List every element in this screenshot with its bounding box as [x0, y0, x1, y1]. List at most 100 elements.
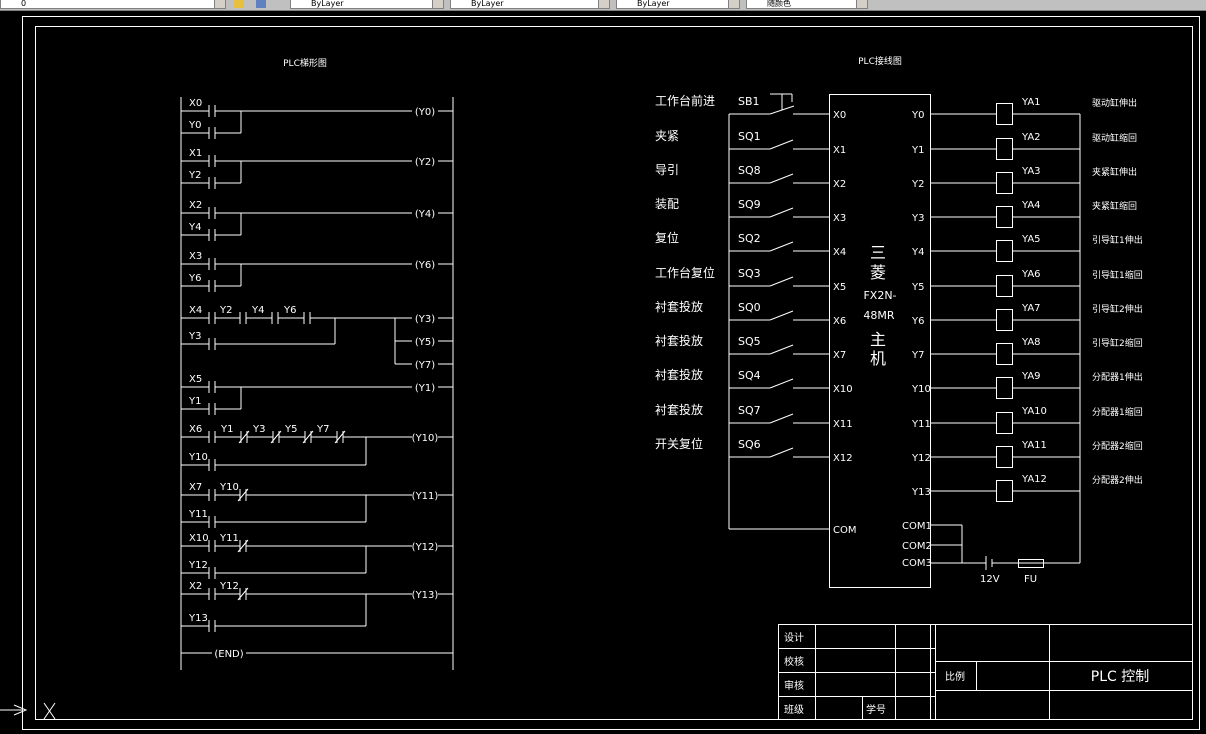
no-contact: Y2: [188, 170, 216, 189]
output-terminal: Y3: [911, 213, 924, 224]
contact-label: Y3: [188, 331, 201, 342]
switch-label: SQ2: [738, 232, 761, 245]
linetype-value: ByLayer: [471, 0, 504, 8]
coil: (Y13): [412, 590, 439, 601]
ucs-icon: [0, 702, 56, 720]
solenoid-valve: [996, 480, 1013, 502]
valve-desc: 分配器1伸出: [1092, 371, 1143, 383]
valve-desc: 分配器1缩回: [1092, 406, 1143, 418]
input-terminal: X12: [833, 453, 853, 464]
contact-label: X1: [189, 148, 202, 159]
input-label: 开关复位: [655, 436, 703, 451]
com1-terminal: COM1: [902, 521, 932, 532]
plc-line5: 主: [870, 330, 886, 349]
input-common: COM: [728, 114, 856, 536]
solenoid-valve: [996, 138, 1013, 160]
nc-contact: Y5: [284, 424, 314, 444]
chevron-down-icon[interactable]: [856, 0, 867, 8]
plc-line6: 机: [870, 349, 886, 368]
layer-value: 0: [21, 0, 27, 8]
coil: (Y10): [412, 433, 439, 444]
design-label: 设计: [784, 631, 804, 644]
input-terminal: X0: [833, 110, 846, 121]
layer-state-icon[interactable]: [234, 0, 244, 8]
input-terminal: X6: [833, 316, 846, 327]
chevron-down-icon[interactable]: [432, 0, 443, 8]
plc-model-label: 三 菱 FX2N- 48MR 主 机: [863, 243, 896, 368]
coil: (Y7): [415, 360, 435, 371]
plotstyle-dropdown[interactable]: 随颜色: [746, 0, 868, 9]
contact-label: Y0: [188, 120, 201, 131]
chevron-down-icon[interactable]: [598, 0, 609, 8]
contact-label: Y6: [188, 273, 201, 284]
nc-contact: Y10: [219, 482, 249, 502]
linetype-dropdown[interactable]: ByLayer: [450, 0, 610, 9]
output-terminal: Y0: [911, 110, 924, 121]
contact-label: Y4: [251, 305, 264, 316]
input-label: 工作台前进: [655, 93, 715, 108]
lineweight-dropdown[interactable]: ByLayer: [616, 0, 740, 9]
coil: (Y4): [415, 209, 435, 220]
switch-label: SQ6: [738, 438, 761, 451]
coil-label: (Y11): [412, 491, 439, 502]
input-terminal: X11: [833, 419, 853, 430]
input-label: 导引: [655, 163, 679, 177]
scale-label: 比例: [945, 670, 965, 683]
valve-label: YA2: [1021, 132, 1041, 143]
input-label: 衬套投放: [655, 367, 703, 382]
solenoid-valve: [996, 343, 1013, 365]
rung: X5(Y1)Y1: [181, 374, 453, 415]
coil: (Y11): [412, 491, 439, 502]
valve-desc: 驱动缸缩回: [1092, 132, 1137, 144]
no-contact: Y13: [188, 613, 216, 632]
input-label: 衬套投放: [655, 299, 703, 314]
valve-desc: 夹紧缸缩回: [1092, 200, 1137, 212]
contact-label: X7: [189, 482, 202, 493]
output-terminal: Y10: [911, 384, 931, 395]
coil-label: (Y0): [415, 107, 435, 118]
coil-label: (Y10): [412, 433, 439, 444]
com-terminal: COM: [833, 525, 856, 536]
valve-label: YA5: [1021, 234, 1041, 245]
no-contact: X2: [189, 200, 216, 219]
input-label: 装配: [655, 197, 679, 211]
contact-label: Y4: [188, 222, 201, 233]
output-common: COM1 COM2 COM3 12V FU: [902, 114, 1081, 585]
output-terminal: Y7: [911, 350, 924, 361]
contact-label: Y12: [188, 560, 208, 571]
chevron-down-icon[interactable]: [214, 0, 225, 8]
supply-label: 12V: [980, 574, 1000, 585]
input-label: 工作台复位: [655, 265, 715, 280]
chevron-down-icon[interactable]: [728, 0, 739, 8]
nc-contact: Y7: [316, 424, 346, 444]
solenoid-valve: [996, 377, 1013, 399]
plotstyle-value: 随颜色: [767, 0, 791, 8]
no-contact: Y2: [219, 305, 247, 324]
title-block: 设计 校核 审核 班级 学号 比例 PLC 控制: [778, 624, 1193, 720]
no-contact: X5: [189, 374, 216, 393]
input-label: 衬套投放: [655, 333, 703, 348]
contact-label: Y2: [219, 305, 232, 316]
output-terminal: Y2: [911, 179, 924, 190]
coil-label: (Y3): [415, 314, 435, 325]
contact-label: X2: [189, 581, 202, 592]
coil: (Y6): [415, 260, 435, 271]
layer-manager-icon[interactable]: [256, 0, 266, 8]
no-contact: Y3: [188, 331, 216, 350]
nc-contact: Y1: [220, 424, 250, 444]
valve-desc: 引导缸1缩回: [1092, 269, 1143, 281]
layer-dropdown[interactable]: 0: [0, 0, 226, 9]
color-dropdown[interactable]: ByLayer: [290, 0, 444, 9]
wiring-title: PLC接线图: [858, 55, 902, 67]
valve-label: YA8: [1021, 337, 1041, 348]
